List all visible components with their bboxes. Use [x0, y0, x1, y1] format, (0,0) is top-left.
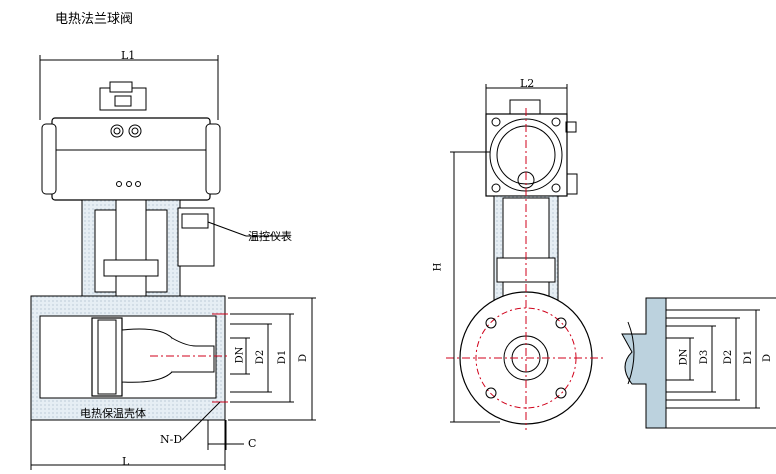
thermostat-label: 温控仪表 — [248, 230, 292, 243]
dim-right-d1: D1 — [743, 349, 755, 365]
dim-right-d3: D3 — [699, 349, 711, 365]
dim-l1-label: L1 — [121, 49, 136, 62]
dim-right-d: D — [762, 353, 774, 363]
dim-right-dn: DN — [678, 348, 690, 366]
front-view — [30, 55, 316, 470]
dim-l2-label: L2 — [520, 77, 535, 90]
dim-front-dn: DN — [234, 346, 246, 364]
dim-h-label: H — [432, 262, 444, 272]
flange-profile — [621, 297, 776, 429]
housing-label: 电热保温壳体 — [80, 407, 146, 420]
dim-l-label: L — [122, 455, 130, 468]
dim-front-d1: D1 — [277, 349, 289, 365]
n-d-label: N-D — [160, 433, 183, 446]
dim-c-label: C — [248, 437, 257, 450]
side-view — [446, 84, 606, 430]
dim-front-d2: D2 — [255, 349, 267, 365]
dim-right-d2: D2 — [723, 349, 735, 365]
page-title: 电热法兰球阀 — [55, 12, 134, 27]
dim-front-d: D — [298, 353, 310, 363]
